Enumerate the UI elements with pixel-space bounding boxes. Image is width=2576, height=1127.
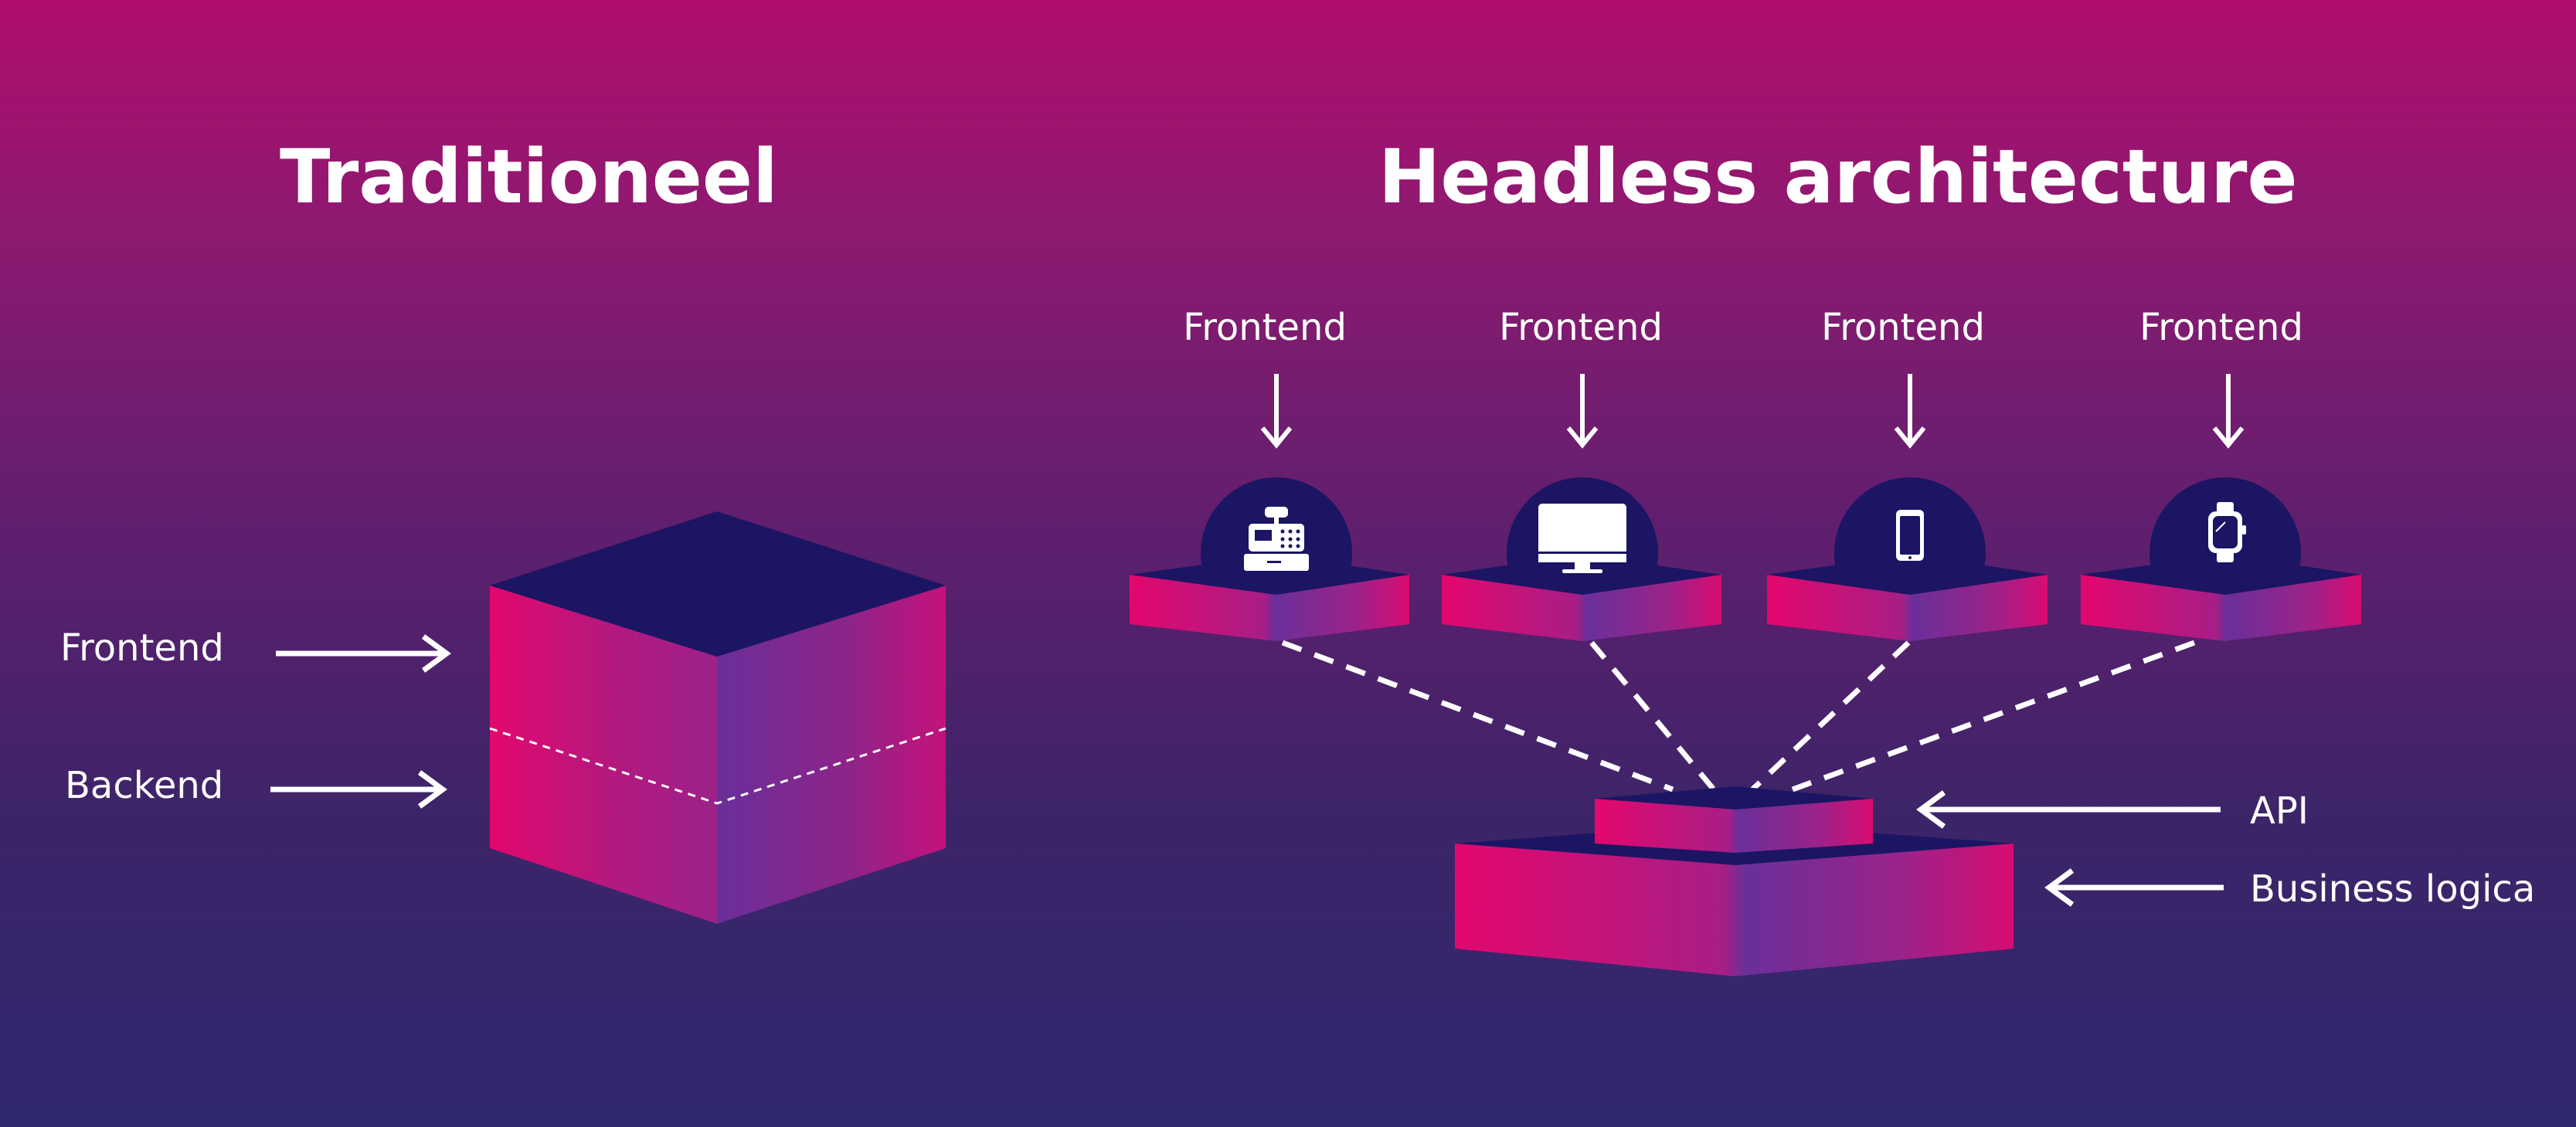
cash-register-icon (1244, 507, 1309, 571)
api-connections (1281, 640, 2196, 793)
business-logic-label: Business logica (2250, 867, 2535, 911)
smartwatch-icon (2208, 502, 2246, 562)
api-label: API (2250, 789, 2309, 833)
down-arrow-icon (1260, 374, 1293, 449)
layer-divider-line (489, 727, 946, 805)
headless-title: Headless architecture (1378, 134, 2298, 220)
frontend-column-2: Frontend (1442, 306, 1721, 641)
down-arrow-icon (2212, 374, 2245, 449)
desktop-monitor-icon (1538, 504, 1626, 573)
frontend-column-3: Frontend (1767, 306, 2048, 641)
smartphone-icon (1896, 510, 1924, 561)
frontend-label-3: Frontend (1821, 306, 1985, 349)
frontend-column-1: Frontend (1130, 306, 1409, 641)
frontend-label-4: Frontend (2139, 306, 2303, 349)
api-arrow-icon (1916, 790, 2221, 829)
frontend-column-4: Frontend (2081, 306, 2361, 641)
traditional-frontend-label: Frontend (60, 626, 224, 670)
traditional-monolith-cube (489, 511, 946, 924)
api-block (1595, 786, 1873, 853)
down-arrow-icon (1566, 374, 1599, 449)
traditional-title: Traditioneel (280, 134, 778, 220)
traditional-backend-label: Backend (65, 764, 223, 807)
backend-arrow-icon (270, 770, 447, 809)
down-arrow-icon (1894, 374, 1926, 449)
frontend-arrow-icon (276, 634, 451, 673)
frontend-label-2: Frontend (1499, 306, 1663, 349)
frontend-label-1: Frontend (1183, 306, 1347, 349)
business-logic-arrow-icon (2044, 868, 2224, 907)
